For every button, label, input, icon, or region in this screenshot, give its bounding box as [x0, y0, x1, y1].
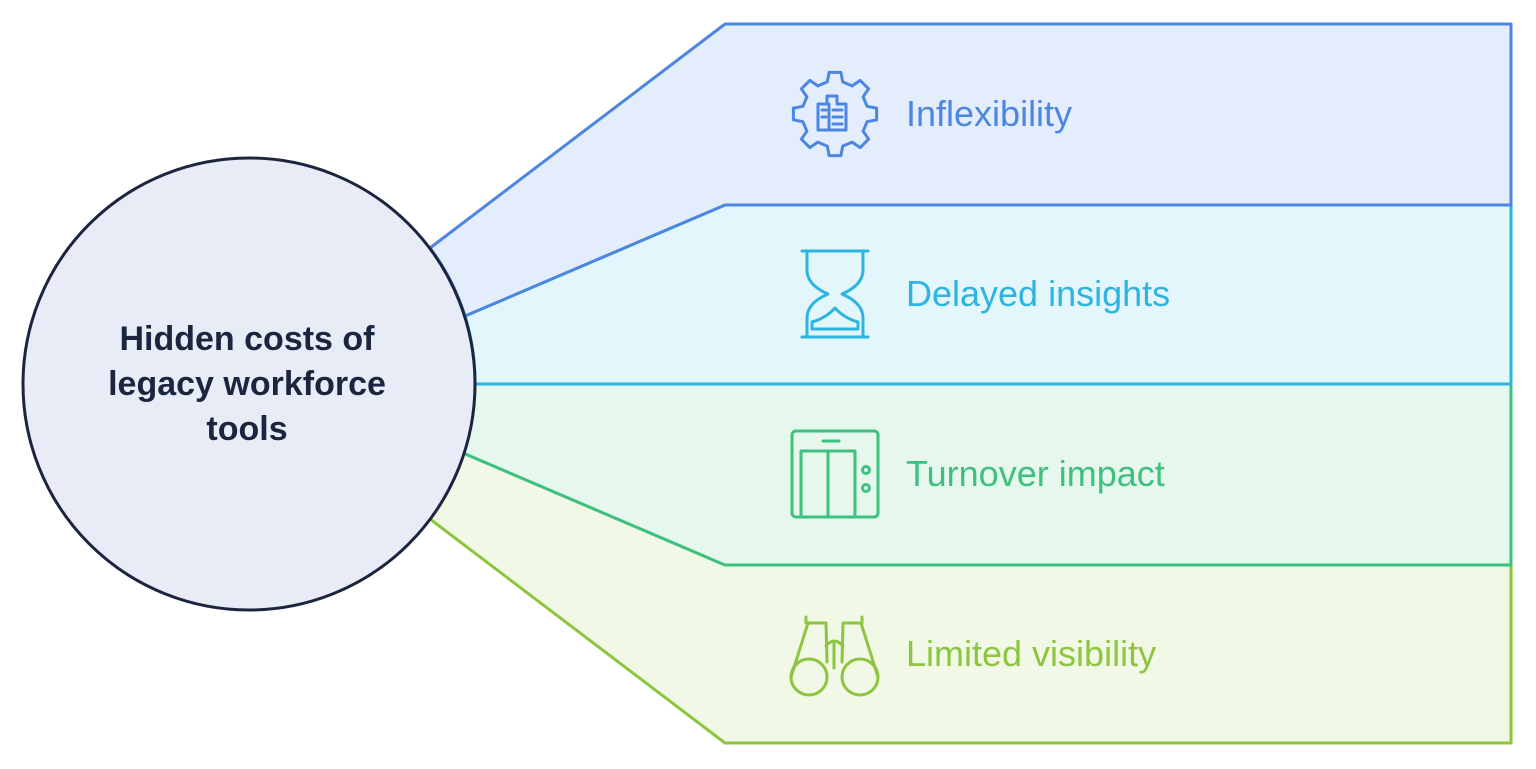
center-node: Hidden costs of legacy workforce tools	[21, 156, 477, 612]
hourglass-icon	[800, 249, 870, 339]
center-title-line-3: tools	[206, 410, 287, 448]
band-label-turnover-impact: Turnover impact	[906, 453, 1165, 494]
center-title-line-2: legacy workforce	[108, 365, 386, 403]
band-label-limited-visibility: Limited visibility	[906, 633, 1156, 674]
band-label-delayed-insights: Delayed insights	[906, 273, 1170, 314]
band-label-inflexibility: Inflexibility	[906, 93, 1072, 134]
center-circle	[21, 156, 477, 612]
gear-document-icon	[791, 70, 879, 158]
center-title-line-1: Hidden costs of	[119, 320, 375, 358]
binoculars-icon	[789, 615, 880, 697]
elevator-icon	[790, 429, 880, 519]
